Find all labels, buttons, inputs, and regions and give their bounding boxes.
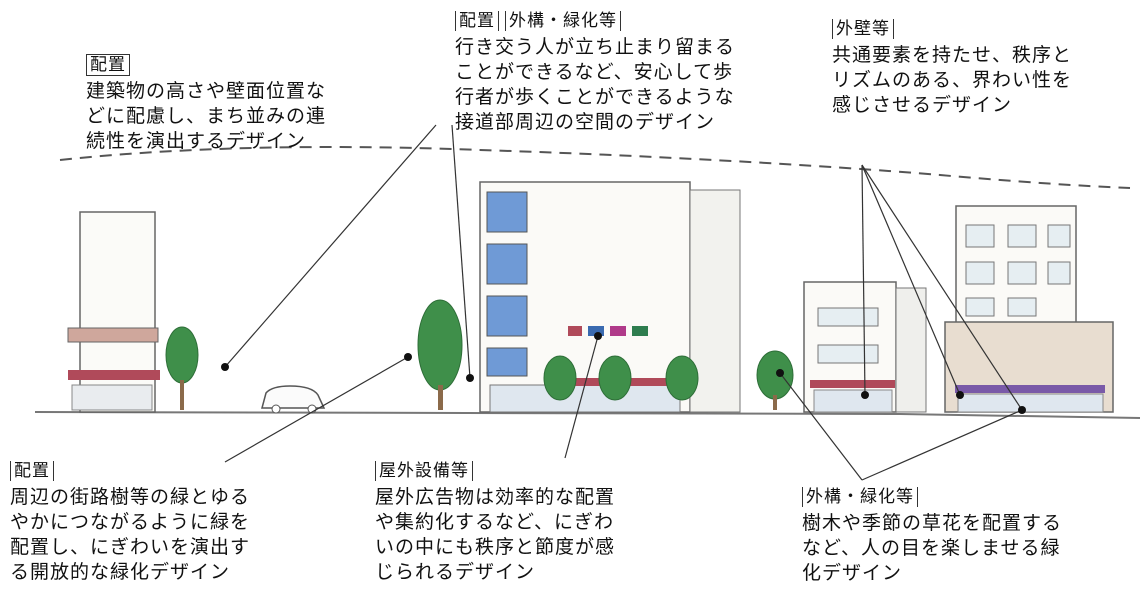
tag: 配置	[10, 461, 54, 481]
car	[261, 385, 326, 414]
leader-lines	[224, 124, 1023, 481]
callout-dots	[221, 332, 1026, 414]
text-line: どに配慮し、まち並みの連	[86, 105, 327, 127]
text-line: る開放的な緑化デザイン	[10, 561, 231, 583]
text-line: 行者が歩くことができるような	[455, 86, 735, 108]
building-center	[479, 181, 741, 413]
text-line: 化デザイン	[802, 562, 903, 584]
annotation-exterior-wall: 外壁等 共通要素を持たせ、秩序と リズムのある、界わい性を 感じさせるデザイン	[832, 16, 1072, 118]
text-line: 続性を演出するデザイン	[86, 130, 307, 152]
text-line: ことができるなど、安心して歩	[455, 61, 734, 83]
building-right	[944, 205, 1114, 413]
annotation-street-space: 配置外構・緑化等 行き交う人が立ち止まり留まる ことができるなど、安心して歩 行…	[455, 8, 735, 135]
text-line: 屋外広告物は効率的な配置	[375, 486, 616, 508]
text-line: や集約化するなど、にぎわ	[375, 511, 615, 533]
text-line: リズムのある、界わい性を	[832, 69, 1073, 91]
building-left	[67, 211, 160, 413]
text-line: いの中にも秩序と節度が感	[375, 536, 616, 558]
tag: 配置	[86, 54, 130, 76]
trees	[165, 299, 794, 410]
tag: 屋外設備等	[375, 461, 473, 481]
text-line: じられるデザイン	[375, 561, 536, 583]
annotation-greenery-layout: 配置 周辺の街路樹等の緑とゆる やかにつながるように緑を 配置し、にぎわいを演出…	[10, 458, 250, 585]
text-line: 樹木や季節の草花を配置する	[802, 512, 1063, 534]
tag: 外壁等	[832, 19, 894, 39]
building-right-middle	[803, 281, 927, 413]
tag: 配置	[455, 11, 499, 31]
annotation-outdoor-equipment: 屋外設備等 屋外広告物は効率的な配置 や集約化するなど、にぎわ いの中にも秩序と…	[375, 458, 615, 585]
text-line: 周辺の街路樹等の緑とゆる	[10, 486, 251, 508]
text-line: 配置し、にぎわいを演出す	[10, 536, 251, 558]
text-line: 行き交う人が立ち止まり留まる	[455, 36, 736, 58]
tag: 外構・緑化等	[802, 487, 918, 507]
annotation-planting: 外構・緑化等 樹木や季節の草花を配置する など、人の目を楽しませる緑 化デザイン	[802, 484, 1062, 586]
text-line: 感じさせるデザイン	[832, 94, 1013, 116]
text-line: 共通要素を持たせ、秩序と	[832, 44, 1073, 66]
text-line: 建築物の高さや壁面位置な	[86, 80, 327, 102]
text-line: やかにつながるように緑を	[10, 511, 251, 533]
tag: 外構・緑化等	[505, 11, 621, 31]
skyline-height-line	[59, 146, 1131, 189]
text-line: 接道部周辺の空間のデザイン	[455, 111, 716, 133]
text-line: など、人の目を楽しませる緑	[802, 537, 1061, 559]
annotation-building-continuity: 配置 建築物の高さや壁面位置な どに配慮し、まち並みの連 続性を演出するデザイン	[86, 52, 326, 154]
